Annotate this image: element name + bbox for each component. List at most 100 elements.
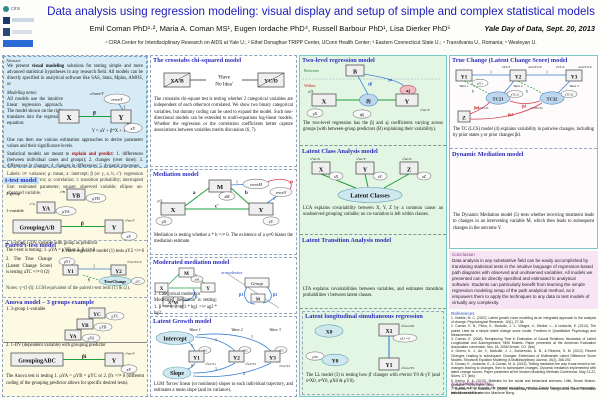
poster-title: Data analysis using regression modeling:… bbox=[47, 5, 595, 18]
reference-item-2: 2. Coman, E. N., Picho, K., McArdle, J. … bbox=[451, 324, 596, 337]
anova-sigma-label: σ²err/Y bbox=[125, 352, 136, 356]
modmed-panel: Moderated mediation model M aM X Y X*M β… bbox=[150, 257, 297, 316]
crosstabs-text: The crosstabs chi-square test is testing… bbox=[154, 97, 293, 133]
dynmed-text: The Dynamic Mediation model (5) tests wh… bbox=[453, 213, 594, 231]
lca-sy-label: σ²err/Y bbox=[356, 157, 367, 161]
tc-g1-label: γ bbox=[471, 88, 474, 93]
abstract-label: Abstract bbox=[6, 58, 21, 63]
sigma-error-label: σ²error/Y bbox=[90, 92, 104, 96]
tc-one2-label: 1 bbox=[546, 70, 548, 75]
ttest-line1: 2. 1-group 1-DV variable with group as p… bbox=[6, 241, 98, 246]
y-box bbox=[110, 109, 132, 123]
crosstabs-noidea-label: No Idea' bbox=[215, 82, 233, 88]
modmed-am-oval bbox=[190, 275, 204, 283]
mu-yb-oval bbox=[85, 193, 107, 203]
tc-text: The TC (LCS) model (4) explains variabil… bbox=[453, 127, 594, 139]
modmed-testing3: 2. ag1 * bg1 =/≠ ag2 * bg2 . bbox=[154, 304, 217, 316]
tc-one1-label: 1 bbox=[490, 70, 492, 75]
llsr-sx1-label: σ²error/X1 bbox=[401, 324, 415, 328]
paired-y2-label: Y2 bbox=[115, 269, 122, 275]
mediation-errorm-oval bbox=[242, 179, 269, 190]
tc21-oval bbox=[485, 91, 511, 105]
paired-notes: Notes: γ=(1-β); LGM equivalent of the pa… bbox=[6, 286, 131, 292]
tc-bd-label: βd bbox=[522, 105, 527, 109]
anova-text: The Anova test is testing 1. μYA = μYB =… bbox=[6, 374, 144, 386]
tc-y3-label: Y3 bbox=[571, 75, 578, 81]
abstract-p3-pre: Statistical models are meant to bbox=[7, 151, 72, 157]
crosstabs-y-label: YC/D bbox=[264, 79, 278, 85]
modmed-item2: 2. Categorical moderator bbox=[154, 292, 201, 298]
anova-mu-ya-label: μYA bbox=[88, 337, 95, 341]
uconn-health-logo bbox=[3, 16, 41, 25]
twolevel-text: The two-level regression has the βj and … bbox=[303, 121, 443, 133]
two-group-label: 2-group bbox=[6, 191, 21, 196]
crosstabs-diagram: XA/B 'Have No Idea' YC/D bbox=[163, 72, 284, 88]
beta-label: β bbox=[93, 110, 96, 116]
paired-s2-label: σ²err/Y2=0 bbox=[127, 260, 142, 264]
ack-heading: Acknowledgements bbox=[451, 381, 491, 386]
mediation-sx-label: σ²X bbox=[157, 200, 163, 204]
anova-grouping-label: GroupingABC bbox=[18, 359, 56, 365]
sigma-a-label: σ²A bbox=[30, 202, 36, 206]
lgm-diagram: Wave 1 Wave 2 Wave 3 1 1 1 Intercept 0 1… bbox=[155, 327, 290, 380]
modmed-b2-label: β2 bbox=[273, 292, 277, 297]
simple-regression-diagram: σ²error/Y errorY 1 β X Y aY bbox=[58, 92, 143, 133]
reference-item-1: 1. Voelkle, M. C. (2007). Latent growth … bbox=[451, 316, 596, 325]
tc-wave1-label: Wave 1 bbox=[459, 84, 469, 88]
lgm-y1-label: Y1 bbox=[193, 356, 200, 362]
authors-line: Emil Coman PhD¹·², Maria A. Coman MS¹, E… bbox=[89, 24, 451, 33]
ya-label: YA bbox=[42, 206, 51, 212]
mediation-ay-oval bbox=[262, 216, 279, 226]
lca-ay-label: aY bbox=[378, 175, 383, 179]
modmed-title: Moderated mediation model bbox=[153, 259, 230, 266]
lgm-text: LGM 'forces' linear (or nonlinear) slope… bbox=[154, 382, 293, 394]
crosstabs-have-label: 'Have bbox=[218, 75, 231, 81]
anova-beta-label: βi bbox=[82, 354, 87, 360]
ttest-two-group-diagram: 2-group 1-variable σ²B YB μYB σ²A YA μYA bbox=[6, 188, 107, 216]
modeling-notes-label: Modeling notes: bbox=[7, 90, 38, 96]
uconn-logo-icon bbox=[3, 16, 10, 24]
modmed-y-label: Y bbox=[206, 287, 210, 292]
error-oval bbox=[103, 93, 131, 104]
lgm-wave1-label: Wave 1 bbox=[189, 327, 201, 332]
conclusion-text: Data analysis in any substantive field c… bbox=[452, 258, 593, 305]
anova-alpha-label: aY bbox=[127, 367, 132, 372]
crosstabs-x-label: XA/B bbox=[170, 79, 184, 85]
tc-s2-label: σ²err/Y2=0 bbox=[528, 65, 542, 69]
mediation-phi-label: φ bbox=[290, 180, 293, 185]
ttest-beta-label: β bbox=[81, 221, 84, 227]
mediation-mux-oval bbox=[155, 216, 172, 226]
modmed-m2-box bbox=[250, 293, 266, 303]
paired-atc-oval bbox=[131, 277, 145, 286]
lgm-li2: 1 bbox=[215, 337, 217, 342]
anova-title: Anova model – 3 groups example bbox=[5, 299, 94, 306]
mediation-x-box bbox=[160, 202, 185, 216]
lca-x-box bbox=[311, 161, 331, 175]
lta-panel: Latent Transition Analysis model LTA exp… bbox=[300, 236, 446, 309]
conclusion-panel: Conclusion Data analysis in any substant… bbox=[449, 251, 598, 309]
paired-mu-label: μY1 bbox=[64, 261, 71, 265]
lca-z-box bbox=[399, 161, 419, 175]
lgm-a1-label: aY1 bbox=[203, 349, 208, 353]
modmed-xm-box bbox=[162, 296, 184, 307]
lca-y-label: Y bbox=[363, 167, 368, 174]
llsr-y1-label: Y1 bbox=[385, 363, 392, 369]
modmed-group-box bbox=[244, 277, 270, 288]
column-3-background bbox=[299, 55, 447, 397]
modeling-note-2: The model shown on the right bbox=[7, 108, 63, 114]
crosstabs-title: The crosstabs chi-squared model bbox=[153, 57, 242, 64]
tc-y2-label: Y2 bbox=[515, 75, 522, 81]
a-j-label: aj bbox=[406, 88, 410, 93]
paired-y1-label: Y1 bbox=[67, 269, 74, 275]
a-beta-j-oval bbox=[352, 109, 372, 119]
anova-mu-yb-label: μYB bbox=[100, 326, 108, 330]
sigma-b-label: σ²B bbox=[60, 190, 66, 194]
modmed-diagram: M aM X Y X*M β as moderator Group β1 β2 bbox=[154, 267, 280, 309]
llsr-y1-box bbox=[378, 357, 400, 371]
tc-bz2-label: βz2 bbox=[508, 113, 513, 117]
dynmed-title: Dynamic Mediation model bbox=[452, 151, 524, 158]
tc-z-label: Z bbox=[462, 116, 466, 122]
tc-panel: True Change (Latent Change Score) model … bbox=[450, 56, 597, 149]
lgm-li3: 1 bbox=[251, 334, 253, 339]
